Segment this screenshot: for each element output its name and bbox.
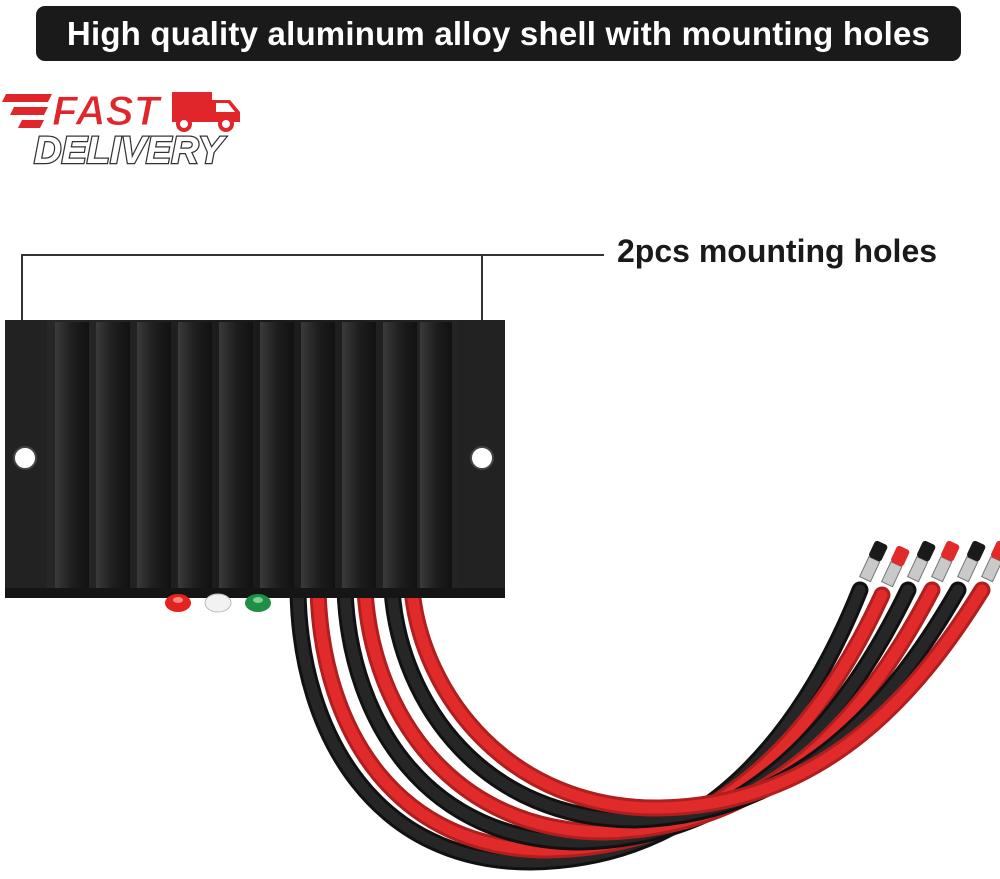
wire-terminals [858,540,1000,588]
led-white [204,593,232,613]
fast-delivery-badge: FAST DELIVERY [2,87,240,173]
cable-bundle [289,581,991,871]
aluminum-shell [5,320,505,613]
title-text: High quality aluminum alloy shell with m… [66,14,931,52]
badge-delivery-text: DELIVERY [34,130,227,172]
speed-lines-icon [2,94,52,128]
badge-fast-text: FAST [52,87,163,134]
delivery-truck-icon [172,92,240,132]
mounting-hole-right [470,446,494,470]
title-banner: High quality aluminum alloy shell with m… [36,6,961,61]
callout-text: 2pcs mounting holes [617,233,938,269]
heat-sink-fins [55,322,452,588]
mounting-holes-callout: 2pcs mounting holes [617,233,937,270]
mounting-hole-left [13,446,37,470]
